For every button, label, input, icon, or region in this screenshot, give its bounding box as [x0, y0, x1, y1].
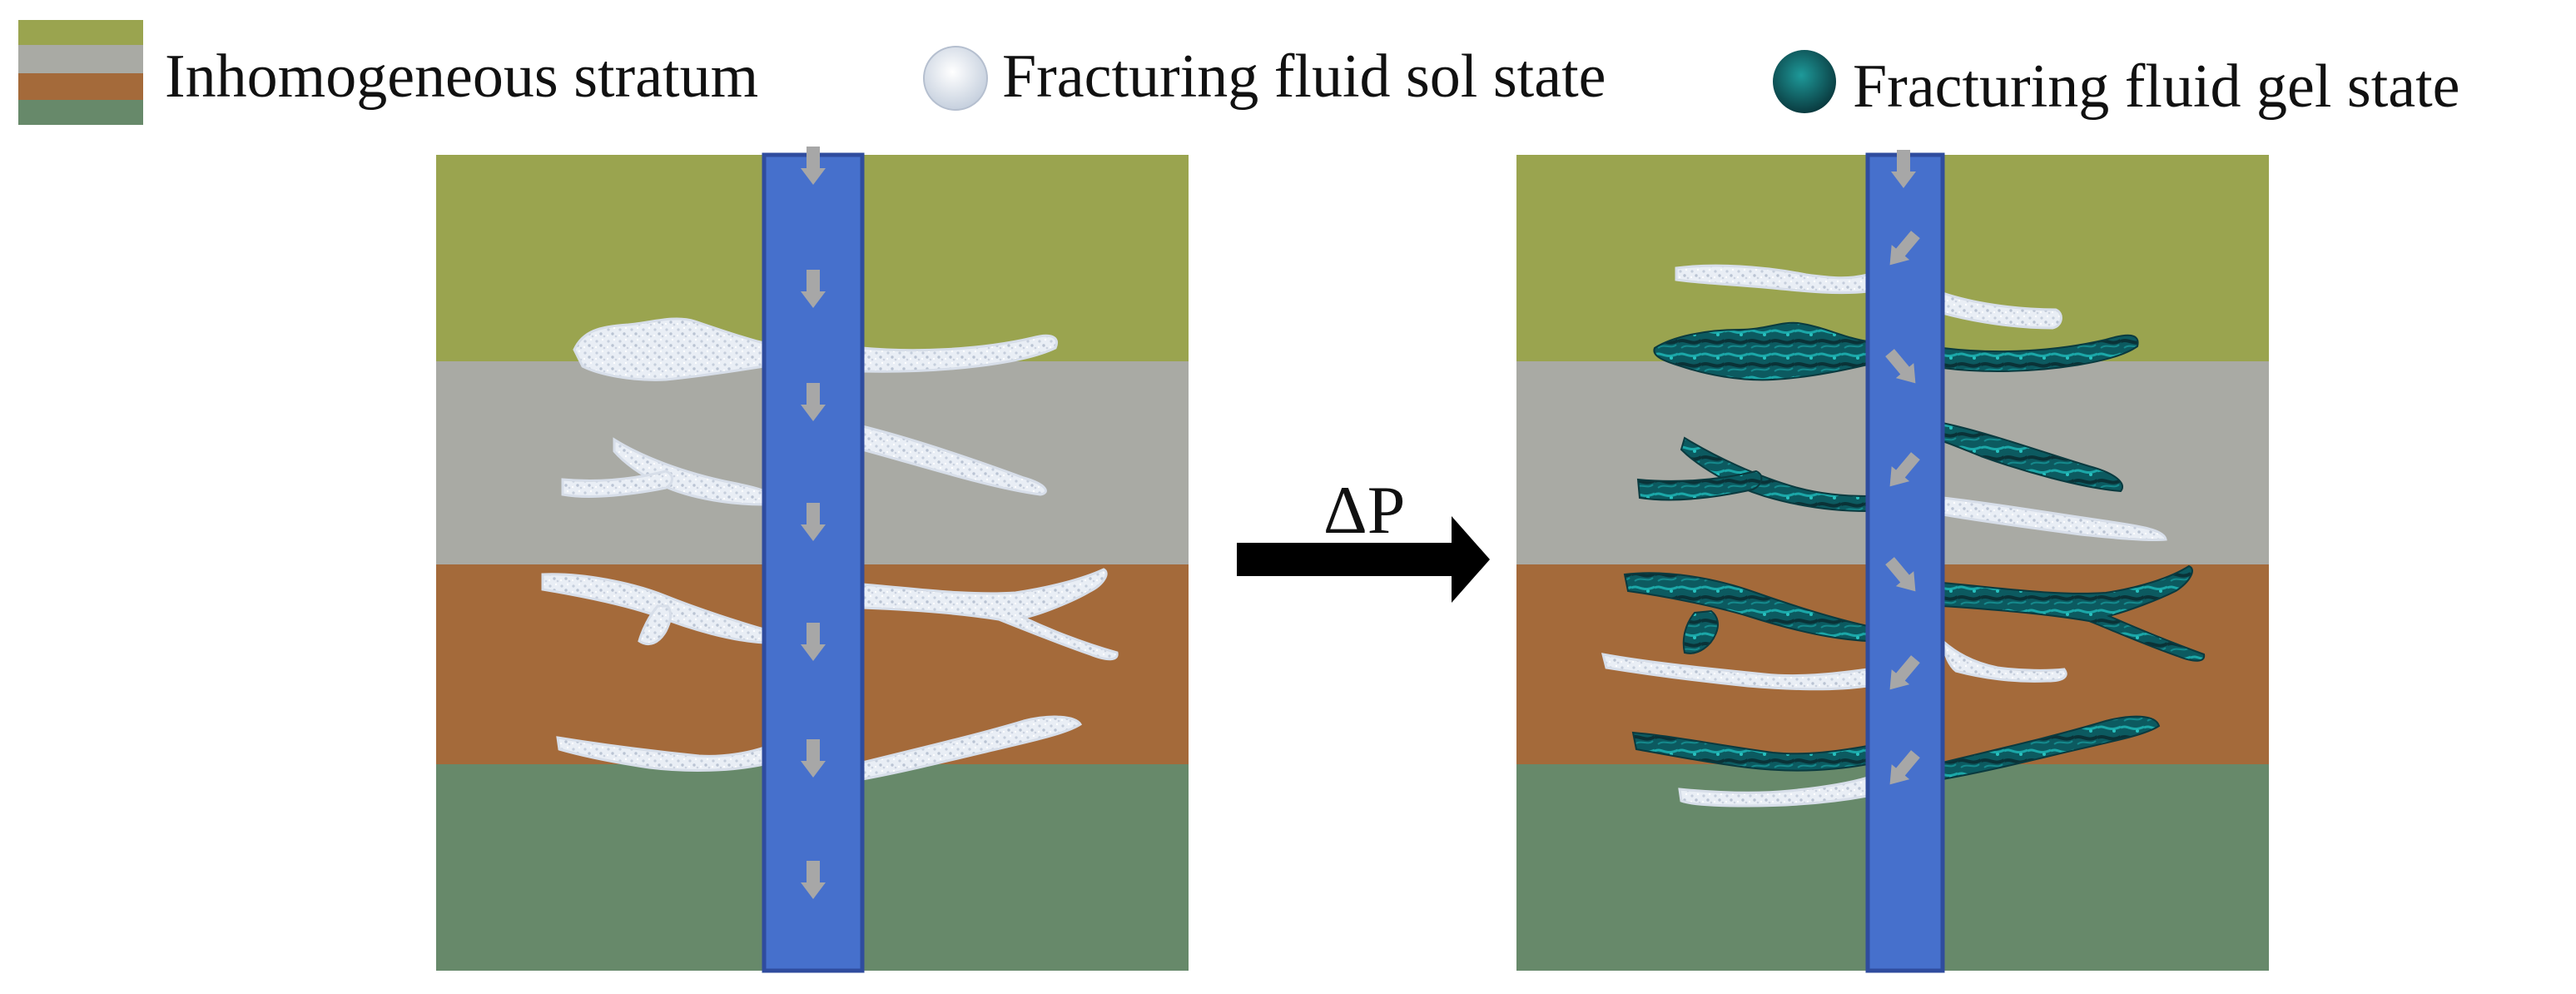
- gel-fractures-right: [1623, 321, 2206, 781]
- layer-stack-icon: [18, 20, 143, 125]
- right-panel: [1516, 150, 2269, 973]
- delta-p-label: ΔP: [1323, 472, 1405, 548]
- left-panel: [436, 147, 1189, 973]
- sol-fractures-left: [541, 317, 1119, 781]
- right-arrow-icon: [1237, 516, 1490, 603]
- sol-particle-icon: [923, 46, 988, 111]
- sol-fractures-right: [1601, 264, 2167, 808]
- legend-stratum-label: Inhomogeneous stratum: [165, 42, 758, 111]
- transition: ΔP: [1237, 472, 1490, 603]
- legend: Inhomogeneous stratum Fracturing fluid s…: [18, 20, 2460, 125]
- legend-sol-label: Fracturing fluid sol state: [1002, 42, 1606, 111]
- wellbore-right: [1865, 152, 1945, 973]
- gel-particle-icon: [1773, 50, 1836, 113]
- legend-gel-label: Fracturing fluid gel state: [1853, 52, 2460, 121]
